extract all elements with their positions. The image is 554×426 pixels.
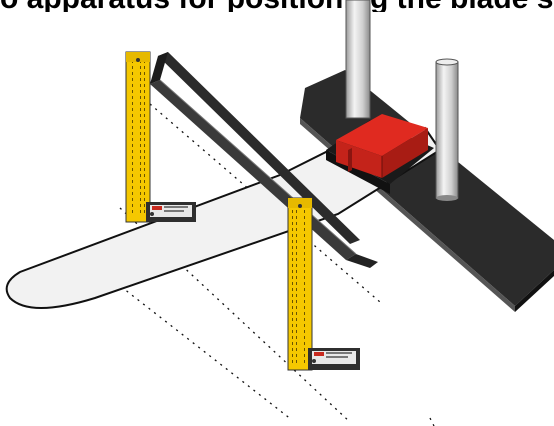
post-left <box>345 0 371 119</box>
guide-line-upper <box>149 103 381 303</box>
l-square-icon <box>125 51 196 223</box>
guide-line-tick <box>429 417 435 426</box>
vertical-post-icon <box>345 0 459 201</box>
guide-line-lower <box>109 277 293 421</box>
caption-text: o apparatus for positioning the blade sq… <box>0 0 554 12</box>
clamp-block-icon <box>326 114 434 194</box>
l-square-icon <box>287 197 360 371</box>
post-right <box>435 58 459 201</box>
dotted-guide-lines <box>109 103 435 426</box>
blade <box>5 126 442 309</box>
